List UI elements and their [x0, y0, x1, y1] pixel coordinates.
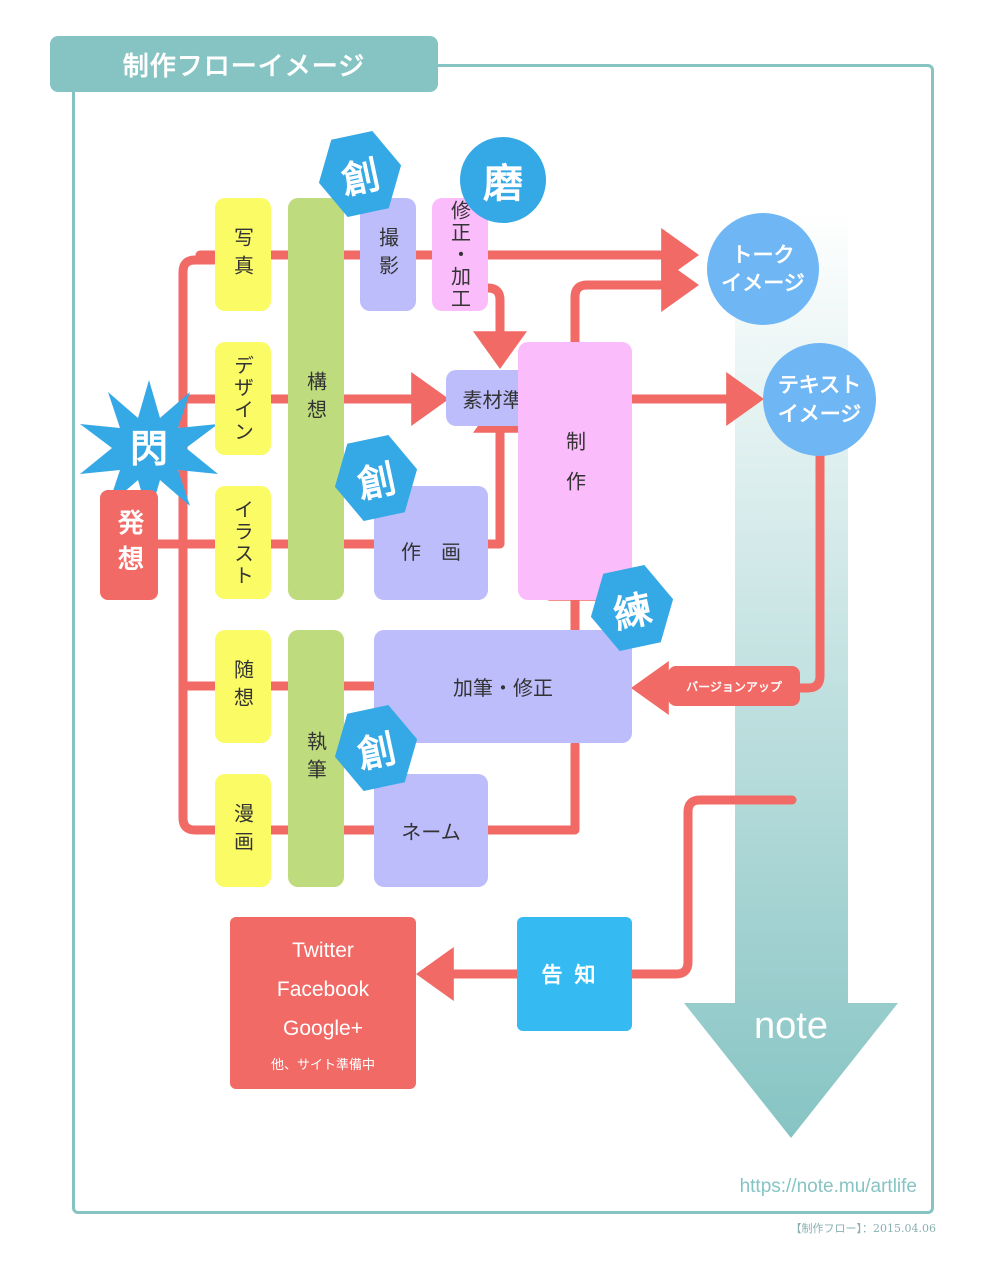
genre-essay: 随想 [215, 630, 271, 743]
social-box: Twitter Facebook Google+ 他、サイト準備中 [230, 917, 416, 1089]
note-label: note [754, 1005, 828, 1047]
text-image-circle: テキスト イメージ [763, 343, 876, 456]
concept-writing: 執筆 [288, 630, 344, 887]
genre-illust: イラスト [215, 486, 271, 599]
step-revise: 加筆・修正 [374, 630, 632, 743]
flash-burst-icon: 閃 [80, 380, 218, 518]
step-production: 制作 [518, 342, 632, 600]
social-twitter: Twitter [292, 939, 354, 962]
flash-label: 閃 [130, 426, 168, 471]
social-note: 他、サイト準備中 [270, 1057, 375, 1072]
polish-badge: 磨 [460, 137, 546, 223]
genre-design: デザイン [215, 342, 271, 455]
step-shoot: 撮影 [360, 198, 416, 311]
footer-date: 【制作フロー】：2015.04.06 [790, 1222, 936, 1235]
start-idea: 発想 [100, 490, 158, 600]
genre-photo: 写真 [215, 198, 271, 311]
text-image-line1: テキスト [777, 373, 862, 398]
talk-image-line2: イメージ [721, 271, 805, 295]
social-facebook: Facebook [276, 978, 370, 1001]
step-retouch: 修正・加工 [432, 198, 488, 311]
talk-image-line1: トーク [731, 242, 795, 267]
site-url: https://note.mu/artlife [739, 1176, 917, 1197]
diagram-frame [72, 64, 934, 1214]
genre-manga: 漫画 [215, 774, 271, 887]
version-up-label: バージョンアップ [668, 666, 800, 706]
concept-plan: 構想 [288, 198, 344, 600]
talk-image-circle: トーク イメージ [707, 213, 819, 325]
step-name: ネーム [374, 774, 488, 887]
diagram-title: 制作フローイメージ [50, 36, 438, 92]
notice-box: 告知 [517, 917, 632, 1031]
text-image-line2: イメージ [777, 401, 862, 426]
social-google: Google+ [283, 1017, 363, 1040]
